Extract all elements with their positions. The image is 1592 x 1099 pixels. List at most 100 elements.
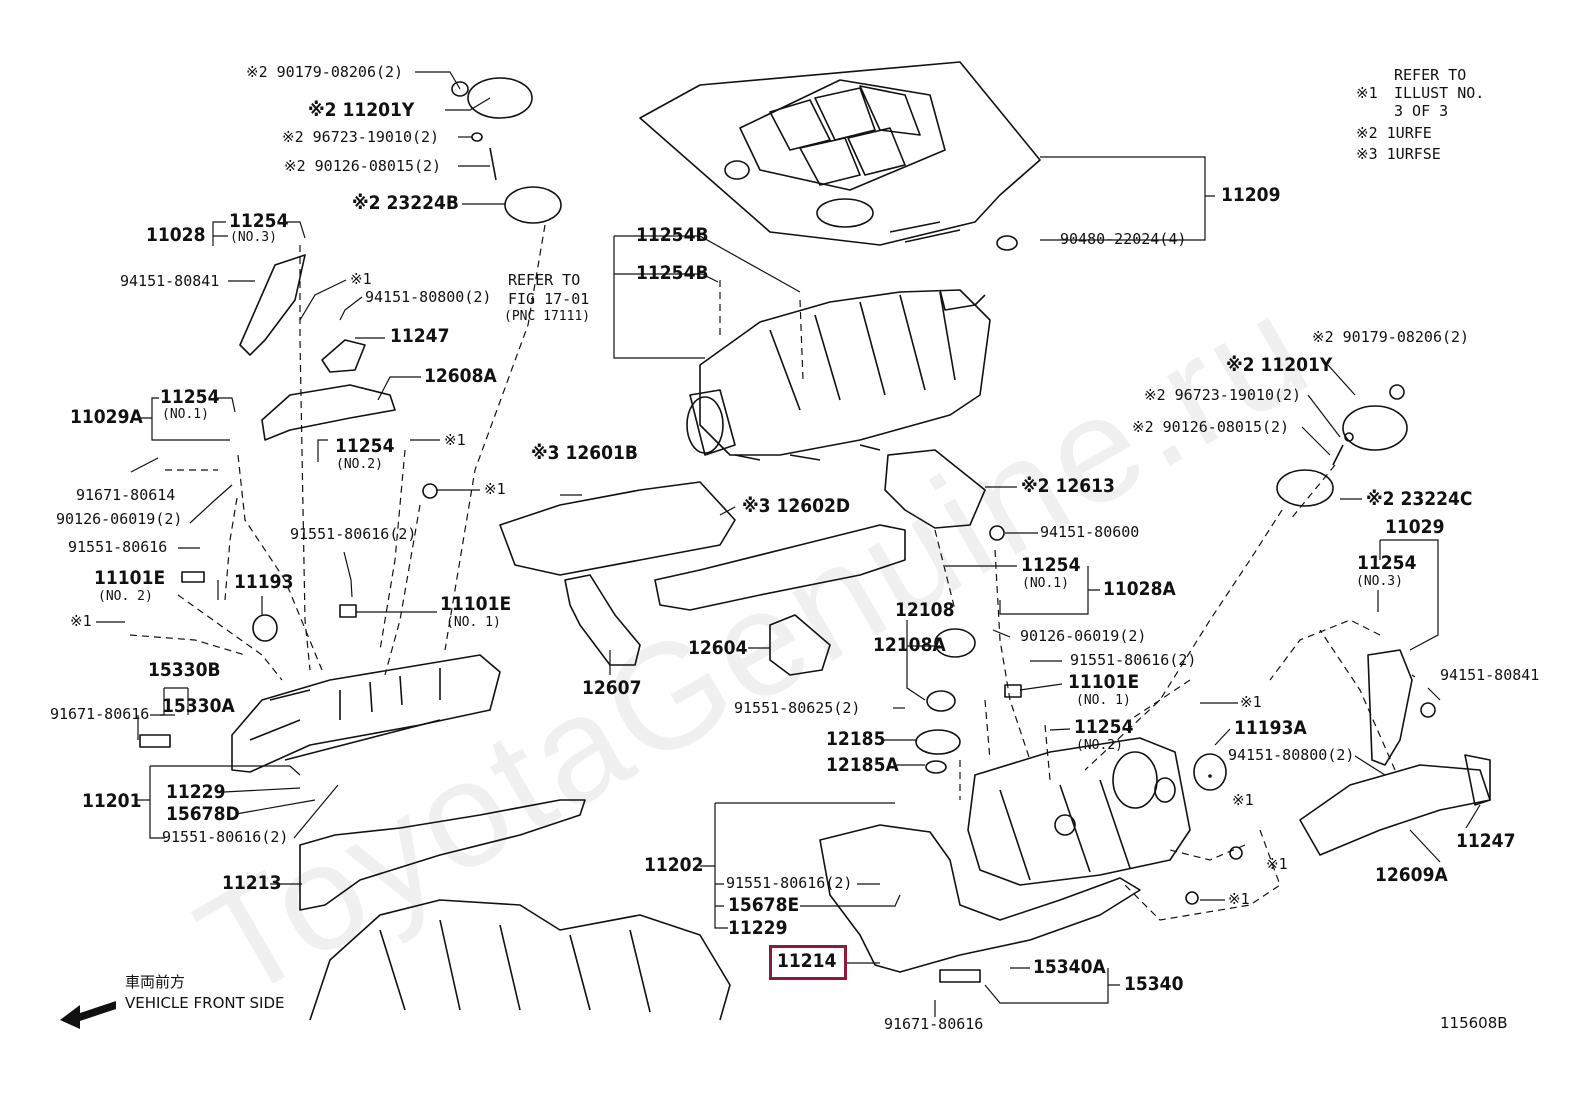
part-label[interactable]: 11193 [234, 571, 294, 593]
seal-right [1276, 469, 1334, 507]
part-label[interactable]: 12185 [826, 728, 886, 750]
part-label-sub: (NO.3) [230, 230, 277, 245]
part-label[interactable]: ※2 90179-08206(2) [246, 63, 404, 81]
part-label[interactable]: ※2 96723-19010(2) [1144, 386, 1302, 404]
note-mark: ※1 [350, 270, 372, 288]
part-label[interactable]: 12108A [873, 634, 946, 656]
part-label[interactable]: 91551-80616(2) [1070, 651, 1197, 669]
part-label-sub: (NO.2) [1076, 738, 1123, 753]
part-label[interactable]: 11254 [1021, 554, 1081, 576]
part-label[interactable]: ※2 23224B [352, 192, 459, 214]
part-label[interactable]: ※2 90126-08015(2) [1132, 418, 1290, 436]
part-label[interactable]: ※3 12602D [742, 495, 851, 517]
part-label[interactable]: 94151-80800(2) [1228, 746, 1355, 764]
note-1-line3: 3 OF 3 [1394, 102, 1449, 120]
part-label[interactable]: 91671-80614 [76, 486, 176, 504]
part-label[interactable]: 91671-80616 [50, 705, 150, 723]
part-label[interactable]: 15678E [728, 894, 800, 916]
part-label[interactable]: 91551-80616(2) [290, 525, 417, 543]
front-label-jp: 車両前方 [125, 973, 186, 991]
part-label[interactable]: 15340A [1033, 956, 1106, 978]
part-label[interactable]: 11028 [146, 224, 206, 246]
part-label[interactable]: 11209 [1221, 184, 1281, 206]
part-label[interactable]: 90126-06019(2) [56, 510, 183, 528]
part-label-sub: (NO. 1) [1076, 693, 1131, 708]
insulator-12613 [884, 449, 986, 529]
part-label[interactable]: 91671-80616 [884, 1015, 984, 1033]
part-label[interactable]: 12108 [895, 599, 955, 621]
part-label[interactable]: 11202 [644, 854, 704, 876]
part-label[interactable]: 91551-80625(2) [734, 699, 861, 717]
part-label[interactable]: ※2 11201Y [1226, 354, 1333, 376]
part-label[interactable]: 91551-80616(2) [162, 828, 289, 846]
highlight-box [769, 945, 847, 980]
part-label[interactable]: 11101E [94, 567, 166, 589]
refer-fig-line3: (PNC 17111) [504, 309, 591, 324]
part-label[interactable]: 11213 [222, 872, 282, 894]
part-label[interactable]: 94151-80841 [1440, 666, 1540, 684]
part-label[interactable]: ※2 90179-08206(2) [1312, 328, 1470, 346]
part-label[interactable]: 11229 [728, 917, 788, 939]
note-1-line1: REFER TO [1394, 66, 1467, 84]
part-label[interactable]: 12608A [424, 365, 497, 387]
left-head-cover-drawing [231, 614, 501, 773]
part-label[interactable]: 91551-80616 [68, 538, 168, 556]
part-label[interactable]: ※2 23224C [1366, 488, 1473, 510]
part-label[interactable]: 15330B [148, 659, 221, 681]
part-label[interactable]: ※2 11201Y [308, 99, 415, 121]
part-label[interactable]: 11101E [440, 593, 512, 615]
part-label[interactable]: 11247 [1456, 830, 1516, 852]
note-mark: ※1 [1228, 890, 1250, 908]
part-label[interactable]: 11254 [160, 386, 220, 408]
insulator-12601b [499, 481, 736, 576]
diagram-id: 115608B [1440, 1014, 1508, 1032]
cap-right [1342, 405, 1408, 451]
part-label-sub: (NO. 2) [98, 589, 153, 604]
filler-neck [915, 729, 961, 755]
part-label[interactable]: 11101E [1068, 671, 1140, 693]
front-arrow-icon [60, 1001, 116, 1029]
note-1-mark: ※1 [1356, 84, 1378, 102]
part-label[interactable]: 90126-06019(2) [1020, 627, 1147, 645]
part-label-highlighted[interactable]: 11214 [777, 950, 837, 972]
note-2: ※2 1URFE [1356, 124, 1432, 142]
part-label[interactable]: 94151-80841 [120, 272, 220, 290]
note-mark: ※1 [444, 431, 466, 449]
part-label-sub: (NO.1) [1022, 576, 1069, 591]
part-label[interactable]: 12185A [826, 754, 899, 776]
part-label[interactable]: 11254B [636, 262, 709, 284]
insulator-12602d [654, 524, 906, 611]
part-label[interactable]: 91551-80616(2) [726, 874, 853, 892]
part-label[interactable]: 11229 [166, 781, 226, 803]
part-label-sub: (NO. 1) [446, 615, 501, 630]
part-label[interactable]: ※2 12613 [1021, 475, 1115, 497]
part-label[interactable]: 11247 [390, 325, 450, 347]
part-label[interactable]: ※3 12601B [531, 442, 638, 464]
part-label[interactable]: 90480-22024(4) [1060, 230, 1187, 248]
part-label[interactable]: 11254 [335, 435, 395, 457]
part-label[interactable]: ※2 96723-19010(2) [282, 128, 440, 146]
part-label[interactable]: 12609A [1375, 864, 1448, 886]
gasket-11214 [819, 824, 1141, 973]
part-label[interactable]: 11254 [229, 210, 289, 232]
part-label-sub: (NO.1) [162, 407, 209, 422]
part-label[interactable]: 12607 [582, 677, 642, 699]
part-label[interactable]: 15330A [162, 695, 235, 717]
note-mark: ※1 [1240, 693, 1262, 711]
part-label[interactable]: 11028A [1103, 578, 1176, 600]
part-label[interactable]: 11201 [82, 790, 142, 812]
front-label-en: VEHICLE FRONT SIDE [125, 994, 285, 1012]
part-label[interactable]: ※2 90126-08015(2) [284, 157, 442, 175]
part-label[interactable]: 15340 [1124, 973, 1184, 995]
part-label[interactable]: 94151-80800(2) [365, 288, 492, 306]
engine-block-drawing [309, 899, 731, 1021]
part-label[interactable]: 11029A [70, 406, 143, 428]
part-label[interactable]: 11254 [1074, 716, 1134, 738]
part-label[interactable]: 11254 [1357, 552, 1417, 574]
part-label[interactable]: 11029 [1385, 516, 1445, 538]
part-label[interactable]: 15678D [166, 803, 240, 825]
part-label[interactable]: 11193A [1234, 717, 1307, 739]
part-label[interactable]: 94151-80600 [1040, 523, 1140, 541]
part-label[interactable]: 12604 [688, 637, 748, 659]
part-label[interactable]: 11254B [636, 224, 709, 246]
